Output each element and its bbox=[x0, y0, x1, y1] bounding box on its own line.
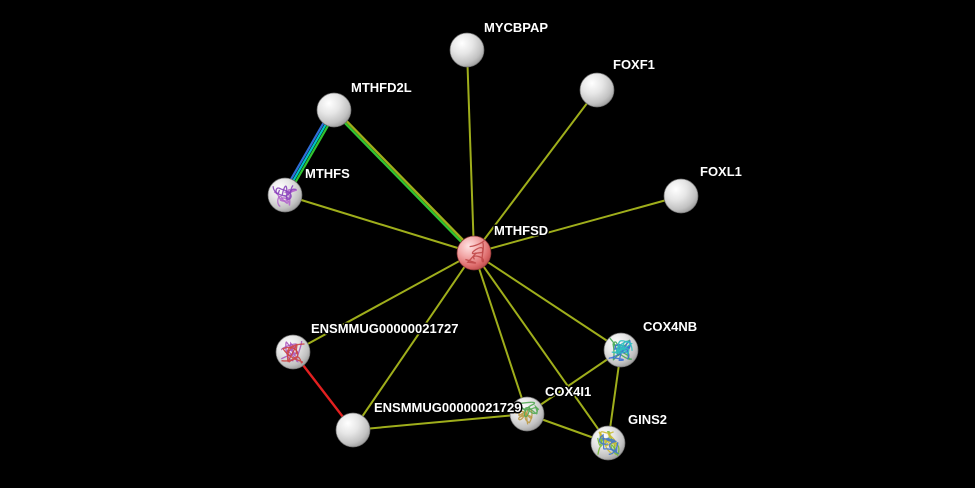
protein-node-COX4NB[interactable] bbox=[603, 332, 639, 368]
node-sphere[interactable] bbox=[663, 178, 699, 214]
nodes-layer bbox=[267, 32, 699, 461]
node-label-MTHFD2L: MTHFD2L bbox=[351, 80, 412, 95]
structure-squiggle bbox=[277, 188, 298, 208]
protein-node-MTHFSD[interactable] bbox=[456, 235, 492, 271]
node-label-FOXF1: FOXF1 bbox=[613, 57, 655, 72]
protein-node-FOXF1[interactable] bbox=[579, 72, 615, 108]
protein-node-FOXL1[interactable] bbox=[663, 178, 699, 214]
edge-MTHFSD-FOXF1[interactable] bbox=[473, 89, 598, 254]
edge-MTHFSD-FOXL1[interactable] bbox=[473, 195, 682, 254]
structure-squiggle bbox=[614, 340, 633, 353]
structure-preview bbox=[272, 185, 298, 208]
edge-MTHFSD-MTHFS[interactable] bbox=[284, 194, 475, 254]
edge-MTHFSD-MYCBPAP[interactable] bbox=[466, 49, 475, 254]
structure-squiggle bbox=[273, 189, 298, 206]
edge-MTHFSD-MTHFD2L[interactable] bbox=[332, 110, 474, 255]
structure-squiggle bbox=[515, 401, 540, 418]
structure-squiggle bbox=[465, 247, 484, 264]
structure-preview bbox=[465, 240, 485, 264]
structure-preview bbox=[515, 401, 540, 425]
edges-layer bbox=[281, 49, 682, 444]
node-label-MTHFS: MTHFS bbox=[305, 166, 350, 181]
protein-node-ENSMMUG00000021727[interactable] bbox=[275, 334, 311, 370]
node-label-FOXL1: FOXL1 bbox=[700, 164, 742, 179]
protein-node-ENSMMUG00000021729[interactable] bbox=[335, 412, 371, 448]
protein-node-COX4I1[interactable] bbox=[509, 396, 545, 432]
node-sphere[interactable] bbox=[449, 32, 485, 68]
structure-squiggle bbox=[281, 346, 303, 364]
structure-squiggle bbox=[469, 240, 485, 263]
edge-MTHFSD-GINS2[interactable] bbox=[473, 252, 609, 444]
edge-ENSMMUG00000021729-COX4I1[interactable] bbox=[352, 413, 528, 431]
structure-preview bbox=[608, 337, 633, 362]
edge-MTHFSD-ENSMMUG00000021727[interactable] bbox=[292, 252, 475, 353]
protein-node-GINS2[interactable] bbox=[590, 425, 626, 461]
node-label-ENSMMUG00000021729: ENSMMUG00000021729 bbox=[374, 400, 521, 415]
node-label-ENSMMUG00000021727: ENSMMUG00000021727 bbox=[311, 321, 458, 336]
node-sphere[interactable] bbox=[335, 412, 371, 448]
node-sphere[interactable] bbox=[579, 72, 615, 108]
edge-COX4I1-COX4NB[interactable] bbox=[526, 349, 622, 415]
node-label-MYCBPAP: MYCBPAP bbox=[484, 20, 548, 35]
structure-preview bbox=[280, 340, 305, 364]
structure-squiggle bbox=[275, 185, 294, 200]
protein-node-MYCBPAP[interactable] bbox=[449, 32, 485, 68]
node-label-COX4NB: COX4NB bbox=[643, 319, 697, 334]
protein-node-MTHFS[interactable] bbox=[267, 177, 303, 213]
protein-node-MTHFD2L[interactable] bbox=[316, 92, 352, 128]
structure-squiggle bbox=[598, 433, 619, 455]
node-label-COX4I1: COX4I1 bbox=[545, 384, 591, 399]
node-label-GINS2: GINS2 bbox=[628, 412, 667, 427]
structure-squiggle bbox=[286, 343, 305, 363]
structure-squiggle bbox=[601, 437, 620, 455]
node-sphere[interactable] bbox=[316, 92, 352, 128]
edge-MTHFSD-ENSMMUG00000021729[interactable] bbox=[352, 252, 475, 431]
edge-MTHFSD-COX4I1[interactable] bbox=[473, 252, 528, 415]
node-label-MTHFSD: MTHFSD bbox=[494, 223, 548, 238]
node-sphere[interactable] bbox=[267, 177, 303, 213]
structure-preview bbox=[597, 431, 620, 457]
edge-MTHFSD-MTHFD2L[interactable] bbox=[334, 108, 476, 253]
edge-MTHFSD-COX4NB[interactable] bbox=[473, 252, 622, 351]
structure-squiggle bbox=[515, 410, 533, 421]
